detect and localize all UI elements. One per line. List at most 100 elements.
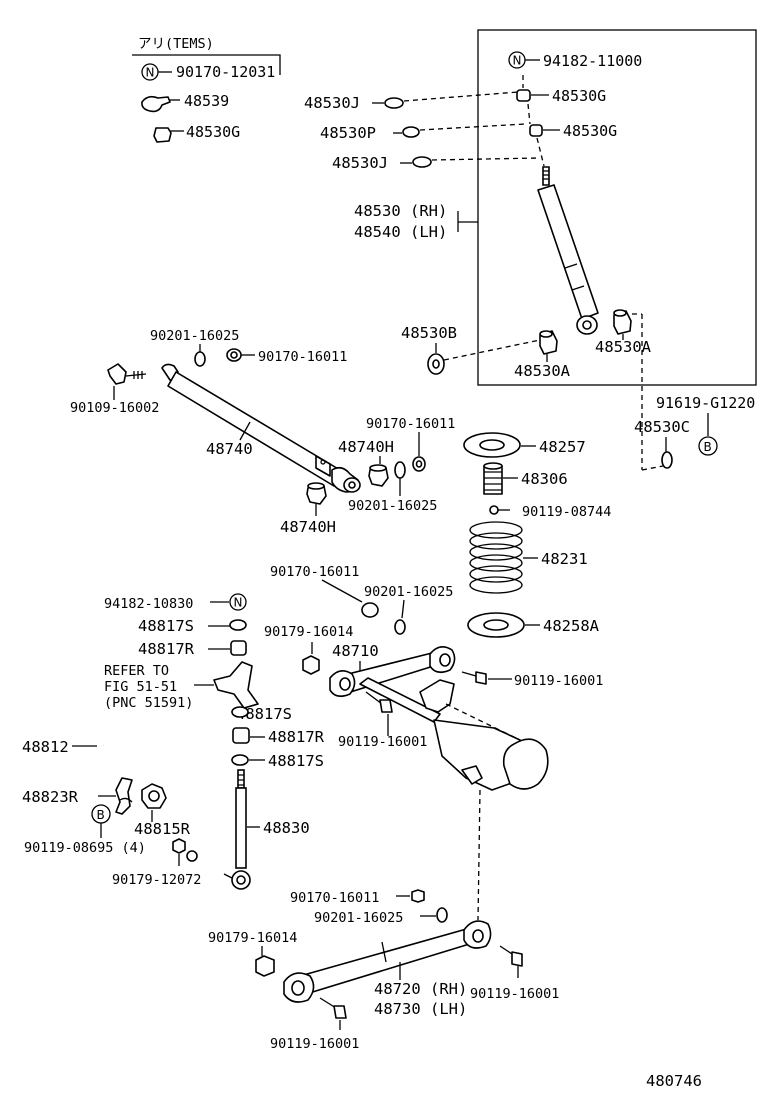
refer-to-line1: REFER TO xyxy=(104,663,169,679)
part-90201-16025-a: 90201-16025 xyxy=(150,328,239,344)
nut-90170-16011-b-icon xyxy=(412,456,426,472)
cushion-48817s-b-icon xyxy=(231,706,249,718)
bolt-90119-16001-b-icon xyxy=(365,691,393,713)
part-90109-16002: 90109-16002 xyxy=(70,400,159,416)
diagram-id: 480746 xyxy=(646,1072,702,1090)
cushion-48817r-b-icon xyxy=(232,727,250,744)
bushing-48530g-mid-icon xyxy=(529,124,543,137)
bolt-90119-08744-icon xyxy=(489,505,510,515)
bolt-90119-16001-a-icon xyxy=(461,671,487,685)
refer-to-line2: FIG 51-51 xyxy=(104,679,177,695)
bolt-90119-16001-d-icon xyxy=(319,997,347,1019)
lateral-rod-48740-icon xyxy=(107,363,361,493)
part-48539: 48539 xyxy=(184,92,229,110)
part-48740h-b: 48740H xyxy=(280,518,336,536)
part-48540-lh: 48540 (LH) xyxy=(354,223,447,241)
lower-arm-48720-icon xyxy=(283,920,492,1003)
part-48830: 48830 xyxy=(263,819,310,837)
part-90179-16014-a: 90179-16014 xyxy=(264,624,353,640)
part-48231: 48231 xyxy=(541,550,588,568)
part-90170-16011-c: 90170-16011 xyxy=(270,564,359,580)
svg-text:B: B xyxy=(97,808,105,822)
part-48530a-right: 48530A xyxy=(595,338,652,356)
part-90201-16025-c: 90201-16025 xyxy=(364,584,453,600)
part-48817r-b: 48817R xyxy=(268,728,325,746)
part-48817s-c: 48817S xyxy=(268,752,324,770)
part-48306: 48306 xyxy=(521,470,568,488)
part-48530g-top: 48530G xyxy=(552,87,606,105)
part-48530a-left: 48530A xyxy=(514,362,571,380)
washer-90201-16025-a-icon xyxy=(194,351,206,367)
nut-90179-16014-b-icon xyxy=(255,955,275,977)
n-marker-icon: N xyxy=(229,593,247,611)
nut-90170-16011-a-icon xyxy=(226,348,242,362)
axle-housing-icon xyxy=(359,677,549,791)
part-48740: 48740 xyxy=(206,440,253,458)
n-marker-icon: N xyxy=(508,51,526,69)
part-48530j-top: 48530J xyxy=(304,94,360,112)
bushing-48530g-left-icon xyxy=(153,127,172,143)
bracket-48823r-icon xyxy=(115,777,133,815)
washer-90201-16025-d-icon xyxy=(436,907,448,923)
part-48817s-a: 48817S xyxy=(138,617,194,635)
part-90201-16025-b: 90201-16025 xyxy=(348,498,437,514)
part-48815r: 48815R xyxy=(134,820,191,838)
svg-text:N: N xyxy=(234,596,243,610)
cushion-48817s-a-icon xyxy=(229,619,247,631)
nut-90179-12072-icon xyxy=(172,838,186,854)
part-90170-16011-a: 90170-16011 xyxy=(258,349,347,365)
part-48530-rh: 48530 (RH) xyxy=(354,202,447,220)
part-90119-08744: 90119-08744 xyxy=(522,504,611,520)
part-90119-16001-a: 90119-16001 xyxy=(514,673,603,689)
part-90170-12031: 90170-12031 xyxy=(176,63,275,81)
part-94182-10830: 94182-10830 xyxy=(104,596,193,612)
part-90179-12072: 90179-12072 xyxy=(112,872,201,888)
part-90119-16001-c: 90119-16001 xyxy=(470,986,559,1002)
part-48710: 48710 xyxy=(332,642,379,660)
svg-text:N: N xyxy=(146,66,155,80)
part-48530c: 48530C xyxy=(634,418,690,436)
part-48530j-mid: 48530J xyxy=(332,154,388,172)
nut-90179-16014-a-icon xyxy=(302,655,320,675)
part-90119-08695: 90119-08695 (4) xyxy=(24,840,146,856)
part-90179-16014-b: 90179-16014 xyxy=(208,930,297,946)
part-90170-16011-d: 90170-16011 xyxy=(290,890,379,906)
washer-48530j-top-icon xyxy=(384,97,404,109)
nut-90170-16011-d-icon xyxy=(411,889,425,903)
svg-text:N: N xyxy=(513,54,522,68)
shock-absorber-icon xyxy=(537,166,599,335)
spring-seat-48258a-icon xyxy=(467,612,525,638)
tems-header: アリ(TEMS) xyxy=(138,36,214,52)
washer-48530p-icon xyxy=(402,126,420,138)
part-48812: 48812 xyxy=(22,738,69,756)
bushing-48530a-left-icon xyxy=(539,330,558,355)
cushion-48817r-a-icon xyxy=(230,640,247,656)
part-90119-16001-b: 90119-16001 xyxy=(338,734,427,750)
bracket-48539-icon xyxy=(141,95,171,113)
svg-text:B: B xyxy=(704,440,712,454)
bushing-48740h-a-icon xyxy=(368,464,389,487)
part-48720-rh: 48720 (RH) xyxy=(374,980,467,998)
shock-absorber-box xyxy=(477,29,757,386)
washer-48530j-mid-icon xyxy=(412,156,432,168)
bracket-refer-icon xyxy=(213,661,259,709)
part-48530b: 48530B xyxy=(401,324,457,342)
part-94182-11000: 94182-11000 xyxy=(543,52,642,70)
part-48530g-mid: 48530G xyxy=(563,122,617,140)
refer-to-line3: (PNC 51591) xyxy=(104,695,193,711)
bumper-48306-icon xyxy=(483,462,503,495)
bushing-48815r-icon xyxy=(141,783,167,809)
part-48740h-a: 48740H xyxy=(338,438,394,456)
part-90119-16001-d: 90119-16001 xyxy=(270,1036,359,1052)
part-48817s-b: 48817S xyxy=(236,705,292,723)
bushing-48740h-b-icon xyxy=(306,482,327,505)
nut-48530c-icon xyxy=(661,451,673,469)
cushion-48817s-c-icon xyxy=(231,754,249,766)
tems-bracket xyxy=(132,54,281,75)
bushing-48530a-right-icon xyxy=(613,309,632,335)
part-90170-16011-b: 90170-16011 xyxy=(366,416,455,432)
part-48257: 48257 xyxy=(539,438,586,456)
part-91619-g1220: 91619-G1220 xyxy=(656,394,755,412)
part-48730-lh: 48730 (LH) xyxy=(374,1000,467,1018)
